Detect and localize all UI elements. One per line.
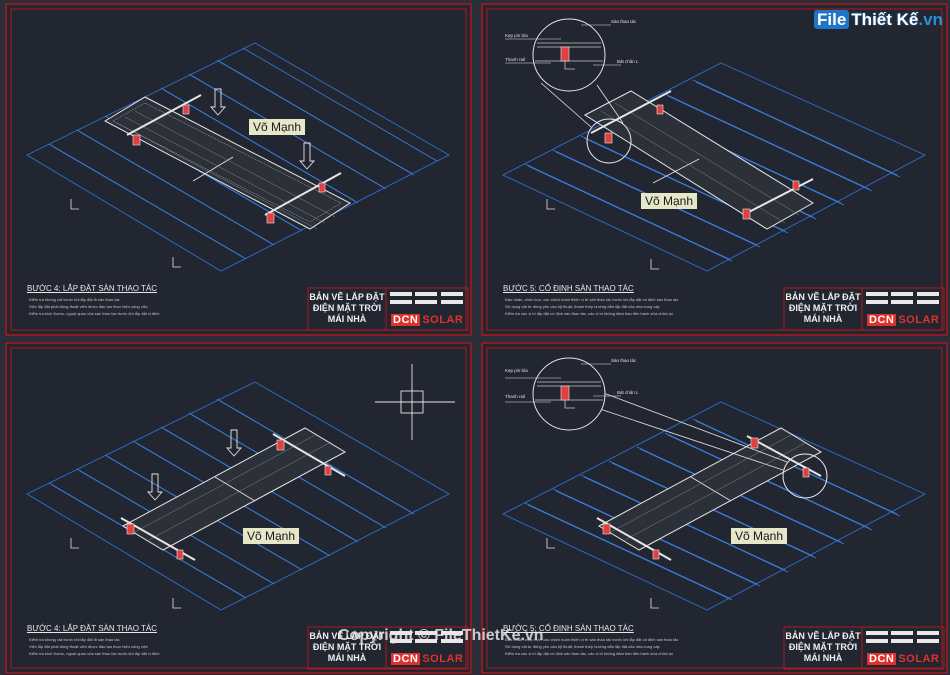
- note-line: Sử dụng vật tư đúng yêu cầu kỹ thuật, th…: [505, 304, 660, 309]
- sheet-2-drawing: [481, 3, 948, 336]
- drawing-sheet-4[interactable]: Sàn thao tác Kẹp pin bìa Thanh rail Bát …: [481, 342, 948, 675]
- note-line: Kiểm tra các vị trí lắp đặt cố định sàn …: [505, 311, 673, 316]
- note-line: Đầu nhấn, chốc hực, các chịch hoàn thiện…: [505, 637, 679, 642]
- copyright-watermark: Copyright © FileThietKe.vn: [338, 627, 544, 644]
- note-line: Việc lắp đặt phải đúng thuật viên được đ…: [29, 644, 148, 649]
- callout-label: Thanh rail: [505, 57, 526, 62]
- note-line: Sử dụng vật tư đúng yêu cầu kỹ thuật, th…: [505, 644, 660, 649]
- step-title: BƯỚC 4: LẮP ĐẶT SÀN THAO TÁC: [27, 624, 158, 633]
- title-block-heading: BẢN VẼ LẮP ĐẶT ĐIỆN MẶT TRỜI MÁI NHÀ: [309, 292, 385, 324]
- title-block-heading: BẢN VẼ LẮP ĐẶT ĐIỆN MẶT TRỜI MÁI NHÀ: [785, 631, 861, 663]
- sheet-4-drawing: [481, 342, 948, 674]
- sheet-3-drawing: [5, 342, 472, 674]
- title-block-heading: BẢN VẼ LẮP ĐẶT ĐIỆN MẶT TRỜI MÁI NHÀ: [309, 631, 385, 663]
- callout-label: Bát chân L: [617, 59, 639, 64]
- title-block-heading: BẢN VẼ LẮP ĐẶT ĐIỆN MẶT TRỜI MÁI NHÀ: [785, 292, 861, 324]
- note-line: Kiểm tra các vị trí lắp đặt cố định sàn …: [505, 651, 673, 656]
- name-tag: Võ Mạnh: [731, 528, 788, 544]
- step-title: BƯỚC 4: LẮP ĐẶT SÀN THAO TÁC: [27, 284, 158, 293]
- name-tag: Võ Mạnh: [243, 528, 300, 544]
- drawing-sheet-3[interactable]: Võ Mạnh BƯỚC 4: LẮP ĐẶT SÀN THAO TÁC Kiể…: [5, 342, 472, 675]
- callout-label: Kẹp pin bìa: [505, 33, 528, 38]
- note-line: Kiểm tra khung rail trước khi lắp đặt đi…: [29, 297, 120, 302]
- step-title: BƯỚC 5: CỐ ĐỊNH SÀN THAO TÁC: [503, 284, 634, 293]
- note-line: Việc lắp đặt phải đúng thuật viên được đ…: [29, 304, 148, 309]
- name-tag: Võ Mạnh: [641, 193, 698, 209]
- sheet-1-drawing: [5, 3, 472, 336]
- callout-label: Bát chân L: [617, 390, 639, 395]
- callout-label: Sàn thao tác: [611, 19, 637, 24]
- note-line: Kiểm tra kích thước, ngoại quan của sàn …: [29, 651, 160, 656]
- callout-label: Sàn thao tác: [611, 358, 637, 363]
- step-title: BƯỚC 5: CỐ ĐỊNH SÀN THAO TÁC: [503, 624, 634, 633]
- note-line: Kiểm tra khung rail trước khi lắp đặt đi…: [29, 637, 120, 642]
- callout-label: Kẹp pin bìa: [505, 368, 528, 373]
- drawing-sheet-1[interactable]: Võ Mạnh BƯỚC 4: LẮP ĐẶT SÀN THAO TÁC Kiể…: [5, 3, 472, 336]
- callout-label: Thanh rail: [505, 394, 526, 399]
- drawing-sheet-2[interactable]: Sàn thao tác Kẹp pin bìa Thanh rail Bát …: [481, 3, 948, 336]
- name-tag: Võ Mạnh: [249, 119, 306, 135]
- note-line: Kiểm tra kích thước, ngoại quan của sàn …: [29, 311, 160, 316]
- note-line: Đầu nhấn, chốc hực, các chịch hoàn thiện…: [505, 297, 679, 302]
